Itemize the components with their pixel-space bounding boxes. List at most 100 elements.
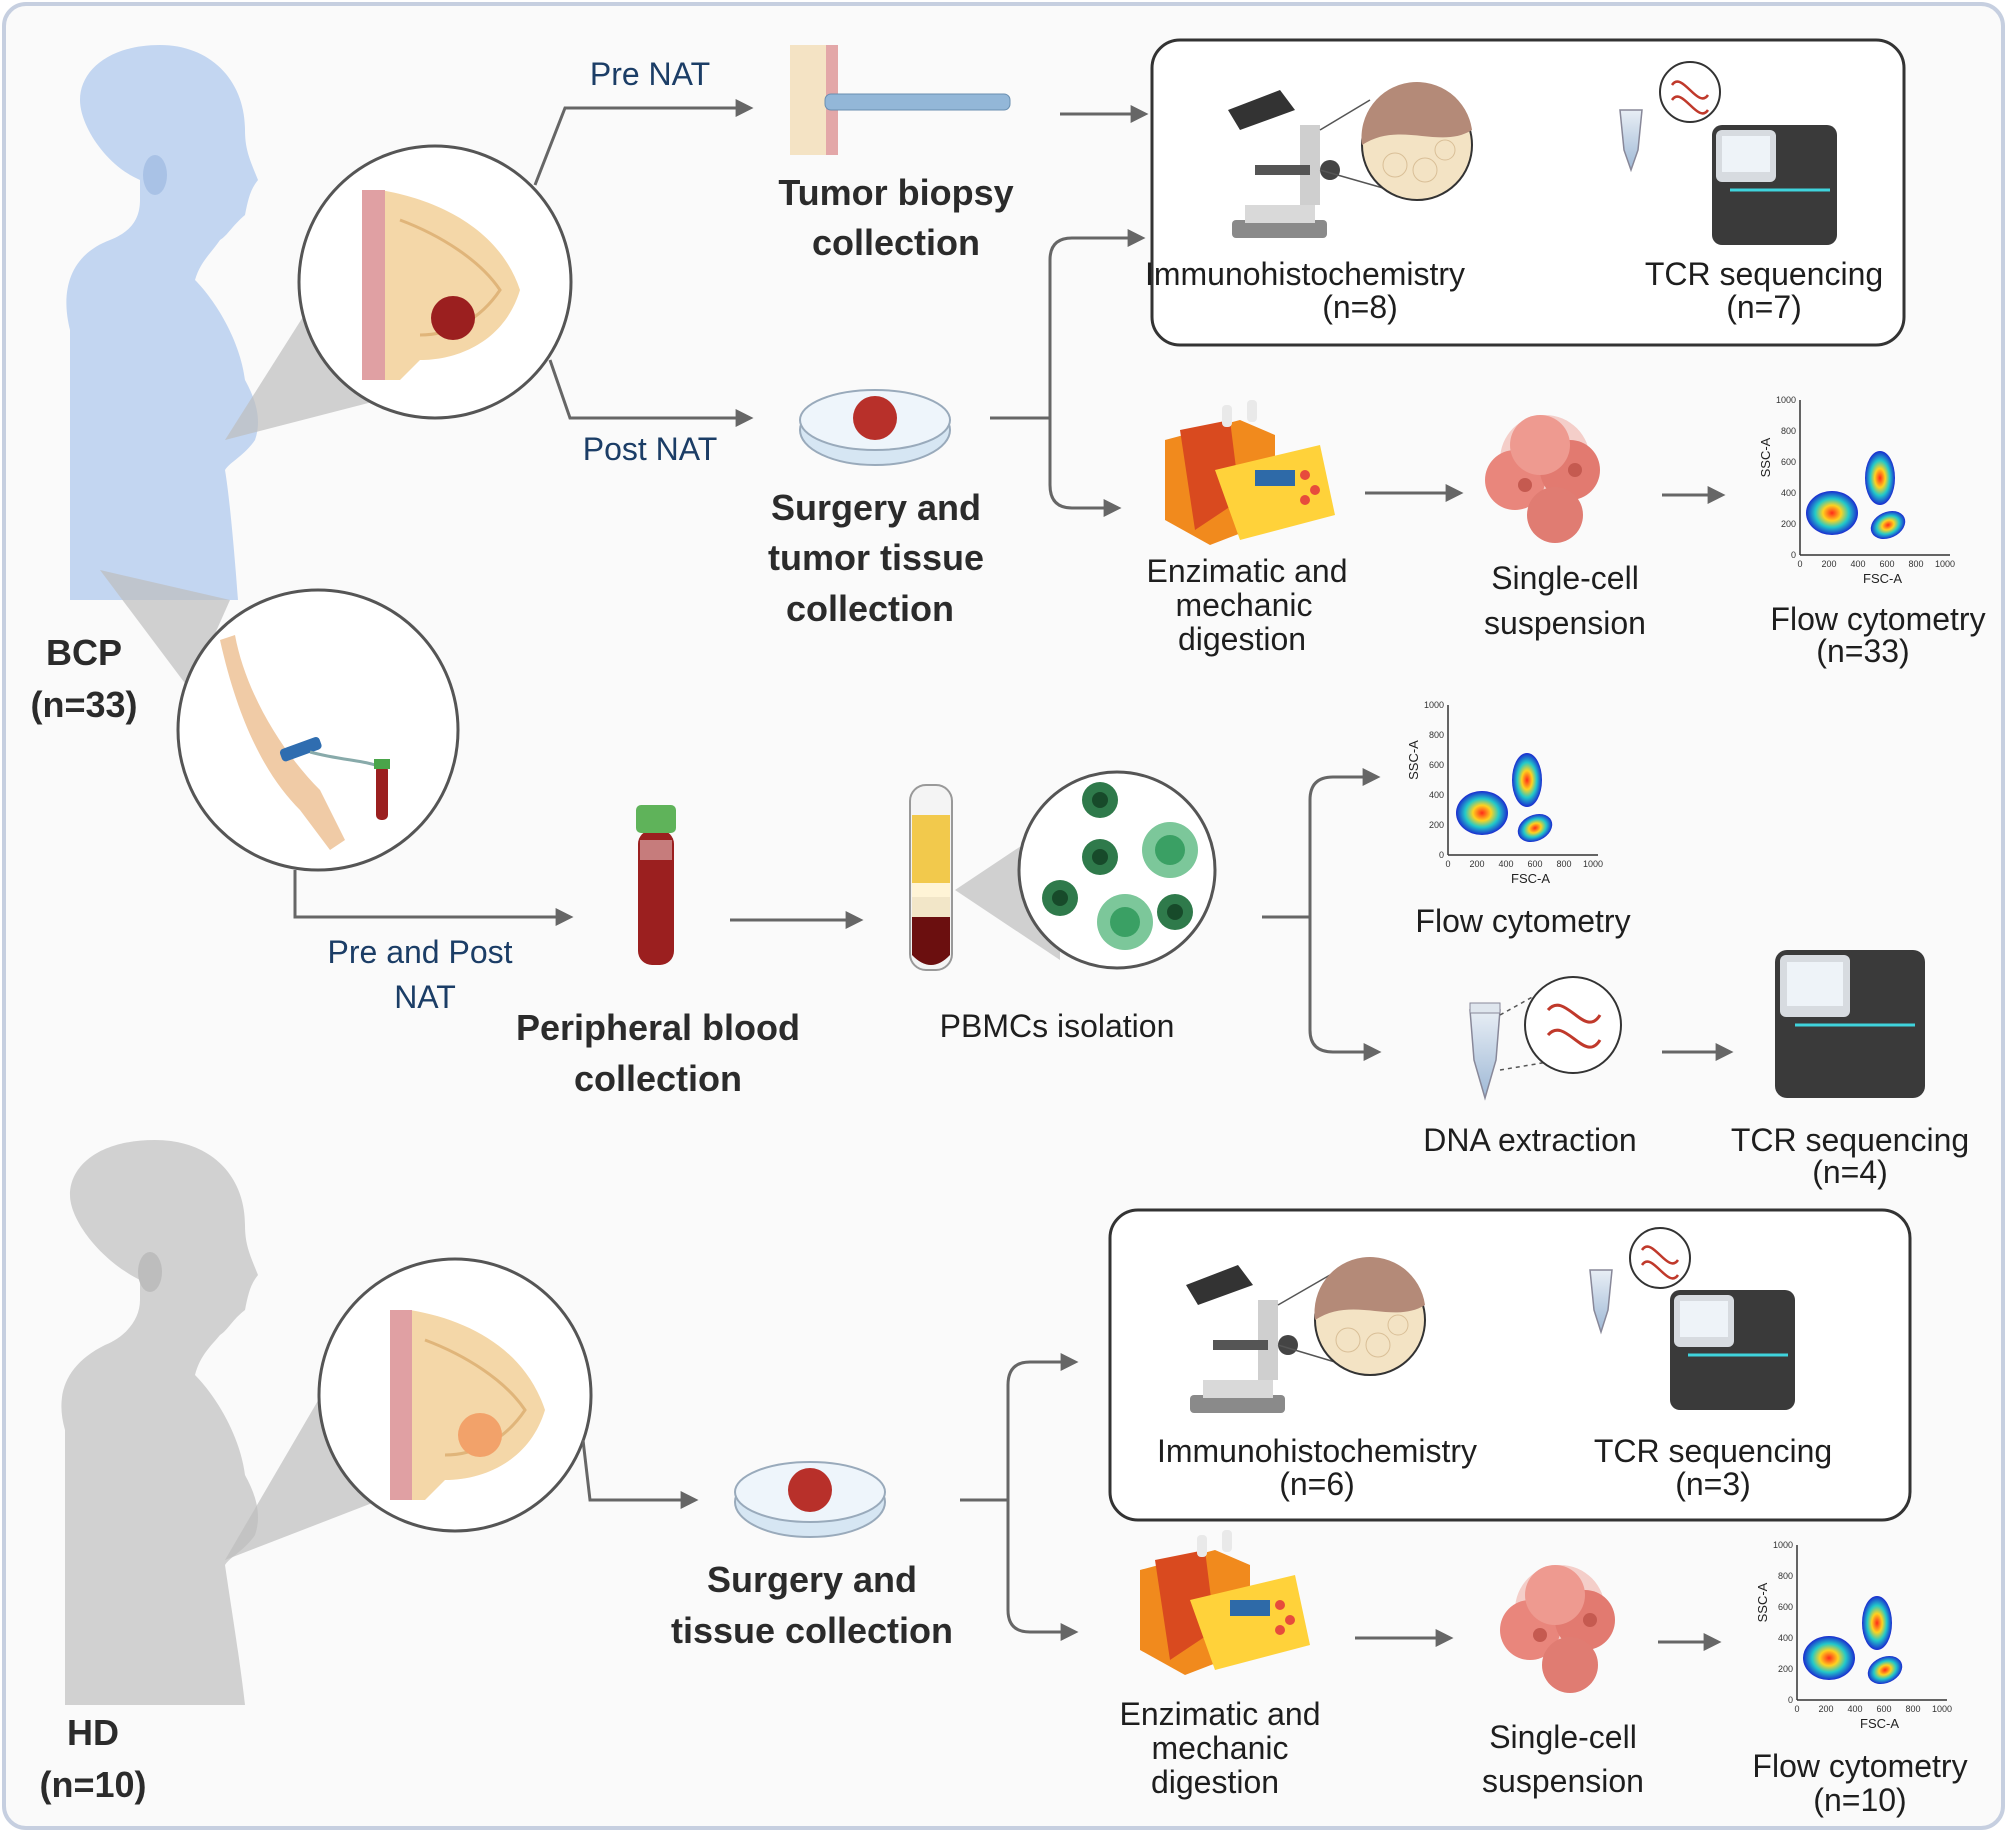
- pre-post-line2: NAT: [394, 979, 456, 1015]
- breast-illustration-hd: [390, 1310, 545, 1500]
- y-tick-label: 1000: [1424, 700, 1444, 710]
- digestion-device-icon: [1165, 400, 1335, 545]
- zoom-line: [1319, 99, 1371, 131]
- digestion-bcp-line2: mechanic: [1176, 587, 1313, 623]
- tcr-blood-n: (n=4): [1812, 1154, 1888, 1190]
- dna-zoom: [1659, 61, 1721, 123]
- dna-extraction-label: DNA extraction: [1423, 1122, 1636, 1158]
- flow-bcp-n: (n=33): [1816, 633, 1909, 669]
- ihc-hd-label: Immunohistochemistry: [1157, 1433, 1477, 1469]
- x-tick-label: 400: [1847, 1704, 1862, 1714]
- digestion-hd-line2: mechanic: [1152, 1730, 1289, 1766]
- flow-hd-label: Flow cytometry: [1752, 1748, 1967, 1784]
- surgery-tumor-line3: collection: [786, 588, 954, 629]
- x-tick-label: 0: [1794, 1704, 1799, 1714]
- x-tick-label: 600: [1876, 1704, 1891, 1714]
- y-tick-label: 600: [1778, 1602, 1793, 1612]
- flow-blood-label: Flow cytometry: [1415, 903, 1630, 939]
- x-axis-label: FSC-A: [1860, 1716, 1899, 1731]
- surgery-hd-line1: Surgery and: [707, 1559, 917, 1600]
- arrow-arm-to-blood: [293, 870, 574, 926]
- tissue-icon: [458, 1413, 502, 1457]
- x-axis-label: FSC-A: [1863, 571, 1902, 586]
- petri-dish-icon: [799, 389, 951, 466]
- y-tick-label: 600: [1781, 457, 1796, 467]
- bcp-body-silhouette: [66, 45, 259, 600]
- hd-body-silhouette: [61, 1140, 259, 1705]
- pbmc-cells-icon: [1042, 782, 1198, 950]
- ihc-hd-n: (n=6): [1279, 1466, 1355, 1502]
- y-tick-label: 800: [1778, 1571, 1793, 1581]
- zoom-cone: [225, 290, 380, 440]
- y-tick-label: 400: [1429, 790, 1444, 800]
- bcp-count: (n=33): [30, 684, 137, 725]
- y-tick-label: 1000: [1773, 1540, 1793, 1550]
- y-tick-label: 0: [1788, 1695, 1793, 1705]
- tumor-biopsy-line1: Tumor biopsy: [778, 172, 1013, 213]
- arrow-surgery-up: [1048, 229, 1146, 418]
- x-tick-label: 0: [1797, 559, 1802, 569]
- tcr-hd-label: TCR sequencing: [1594, 1433, 1832, 1469]
- pre-post-line1: Pre and Post: [328, 934, 513, 970]
- hd-label: HD: [67, 1712, 119, 1753]
- arrow-hd-up: [1006, 1353, 1079, 1500]
- x-tick-label: 600: [1527, 859, 1542, 869]
- arrow-pbmc-up: [1308, 768, 1381, 917]
- arrow-pbmc-down: [1308, 917, 1382, 1061]
- flow-plot-bcp: 0020020040040060060080080010001000FSC-AS…: [1758, 395, 1955, 586]
- ihc-bcp-label: Immunohistochemistry: [1145, 256, 1465, 292]
- digestion-bcp-line1: Enzimatic and: [1147, 553, 1348, 589]
- single-cell-hd-line1: Single-cell: [1489, 1719, 1637, 1755]
- flow-hd-n: (n=10): [1813, 1782, 1906, 1818]
- digestion-hd-line1: Enzimatic and: [1120, 1696, 1321, 1732]
- dna-icon-blood: [1546, 1003, 1602, 1049]
- pbmc-label: PBMCs isolation: [940, 1008, 1175, 1044]
- peripheral-line1: Peripheral blood: [516, 1007, 800, 1048]
- single-cell-bcp-line1: Single-cell: [1491, 560, 1639, 596]
- tcr-bcp-label: TCR sequencing: [1645, 256, 1883, 292]
- y-axis-label: SSC-A: [1758, 437, 1773, 477]
- x-tick-label: 0: [1445, 859, 1450, 869]
- sequencer-icon-blood: [1775, 950, 1925, 1098]
- x-tick-label: 1000: [1935, 559, 1955, 569]
- x-tick-label: 200: [1469, 859, 1484, 869]
- x-tick-label: 800: [1556, 859, 1571, 869]
- breast-illustration-bcp: [362, 190, 520, 380]
- tumor-biopsy-line2: collection: [812, 222, 980, 263]
- x-tick-label: 200: [1821, 559, 1836, 569]
- zoom-line: [1319, 169, 1391, 191]
- tube-icon-hd: [1589, 1269, 1613, 1335]
- tcr-hd-n: (n=3): [1675, 1466, 1751, 1502]
- flow-bcp-label: Flow cytometry: [1770, 601, 1985, 637]
- y-tick-label: 0: [1791, 550, 1796, 560]
- blood-tube-icon: [636, 805, 676, 965]
- x-tick-label: 400: [1850, 559, 1865, 569]
- digestion-hd-line3: digestion: [1151, 1764, 1279, 1800]
- tcr-bcp-n: (n=7): [1726, 289, 1802, 325]
- digestion-device-icon-hd: [1140, 1530, 1310, 1675]
- x-tick-label: 600: [1879, 559, 1894, 569]
- y-tick-label: 400: [1781, 488, 1796, 498]
- x-tick-label: 800: [1908, 559, 1923, 569]
- tube-dna-icon: [1469, 1002, 1501, 1101]
- y-tick-label: 200: [1429, 820, 1444, 830]
- tumor-icon: [431, 296, 475, 340]
- x-tick-label: 1000: [1583, 859, 1603, 869]
- x-tick-label: 200: [1818, 1704, 1833, 1714]
- dna-icon: [1670, 80, 1710, 115]
- assay-box-hd: [1108, 1208, 1912, 1522]
- y-tick-label: 200: [1778, 1664, 1793, 1674]
- pre-nat-label: Pre NAT: [590, 56, 710, 92]
- single-cell-hd-line2: suspension: [1482, 1763, 1644, 1799]
- y-tick-label: 600: [1429, 760, 1444, 770]
- x-tick-label: 800: [1905, 1704, 1920, 1714]
- flow-plot-blood: 0020020040040060060080080010001000FSC-AS…: [1406, 700, 1603, 886]
- arrow-post-nat: [548, 359, 754, 427]
- zoom-line: [1277, 1274, 1331, 1306]
- x-axis-label: FSC-A: [1511, 871, 1550, 886]
- sequencer-icon: [1712, 125, 1837, 245]
- y-tick-label: 200: [1781, 519, 1796, 529]
- peripheral-line2: collection: [574, 1058, 742, 1099]
- digestion-bcp-line3: digestion: [1178, 621, 1306, 657]
